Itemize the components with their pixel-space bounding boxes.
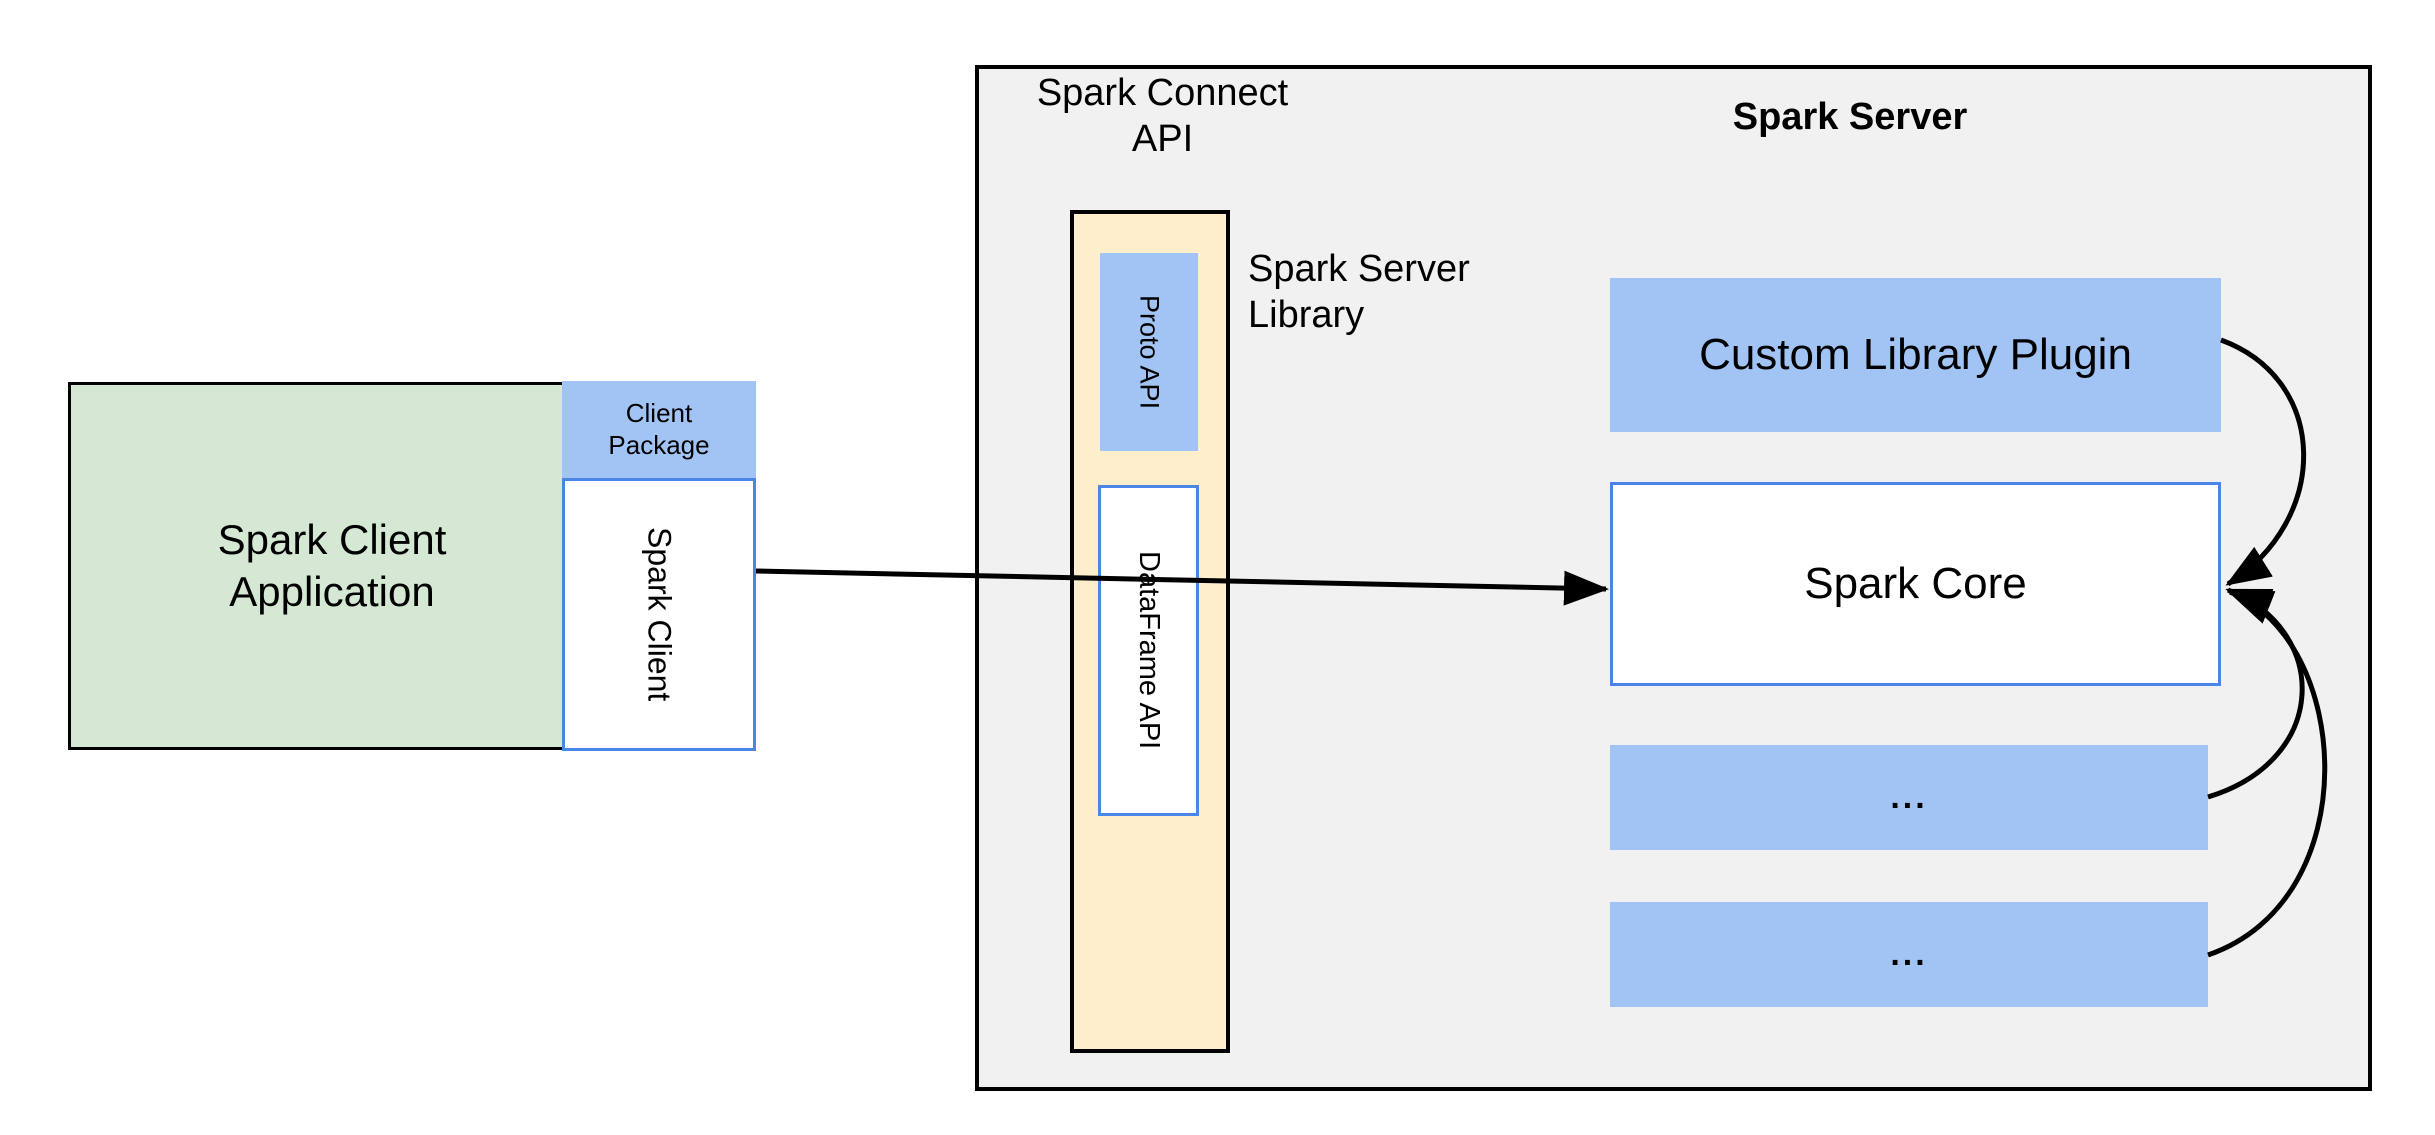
custom-library-plugin-box[interactable]: Custom Library Plugin: [1610, 278, 2221, 432]
server-component-ellipsis-2[interactable]: ...: [1610, 902, 2208, 1007]
custom-library-plugin-label: Custom Library Plugin: [1699, 330, 2132, 379]
spark-client-box[interactable]: Spark Client: [562, 478, 756, 751]
client-package-box[interactable]: Client Package: [562, 381, 756, 478]
spark-server-title: Spark Server: [1732, 96, 1968, 138]
spark-connect-api-label: Spark Connect API: [1036, 72, 1289, 161]
proto-api-label: Proto API: [1134, 294, 1165, 410]
spark-server-library-label: Spark Server Library: [1248, 248, 1470, 337]
spark-client-application-box[interactable]: Spark Client Application: [68, 382, 596, 750]
proto-api-box[interactable]: Proto API: [1100, 253, 1198, 451]
server-component-ellipsis-2-label: ...: [1890, 935, 1928, 973]
spark-core-box[interactable]: Spark Core: [1610, 482, 2221, 686]
spark-core-label: Spark Core: [1804, 559, 2027, 608]
server-component-ellipsis-1[interactable]: ...: [1610, 745, 2208, 850]
client-package-label: Client Package: [608, 397, 710, 460]
dataframe-api-box[interactable]: DataFrame API: [1098, 485, 1199, 816]
spark-client-label: Spark Client: [641, 527, 678, 702]
spark-client-application-label: Spark Client Application: [217, 515, 447, 616]
dataframe-api-label: DataFrame API: [1133, 551, 1165, 750]
server-component-ellipsis-1-label: ...: [1890, 778, 1928, 816]
